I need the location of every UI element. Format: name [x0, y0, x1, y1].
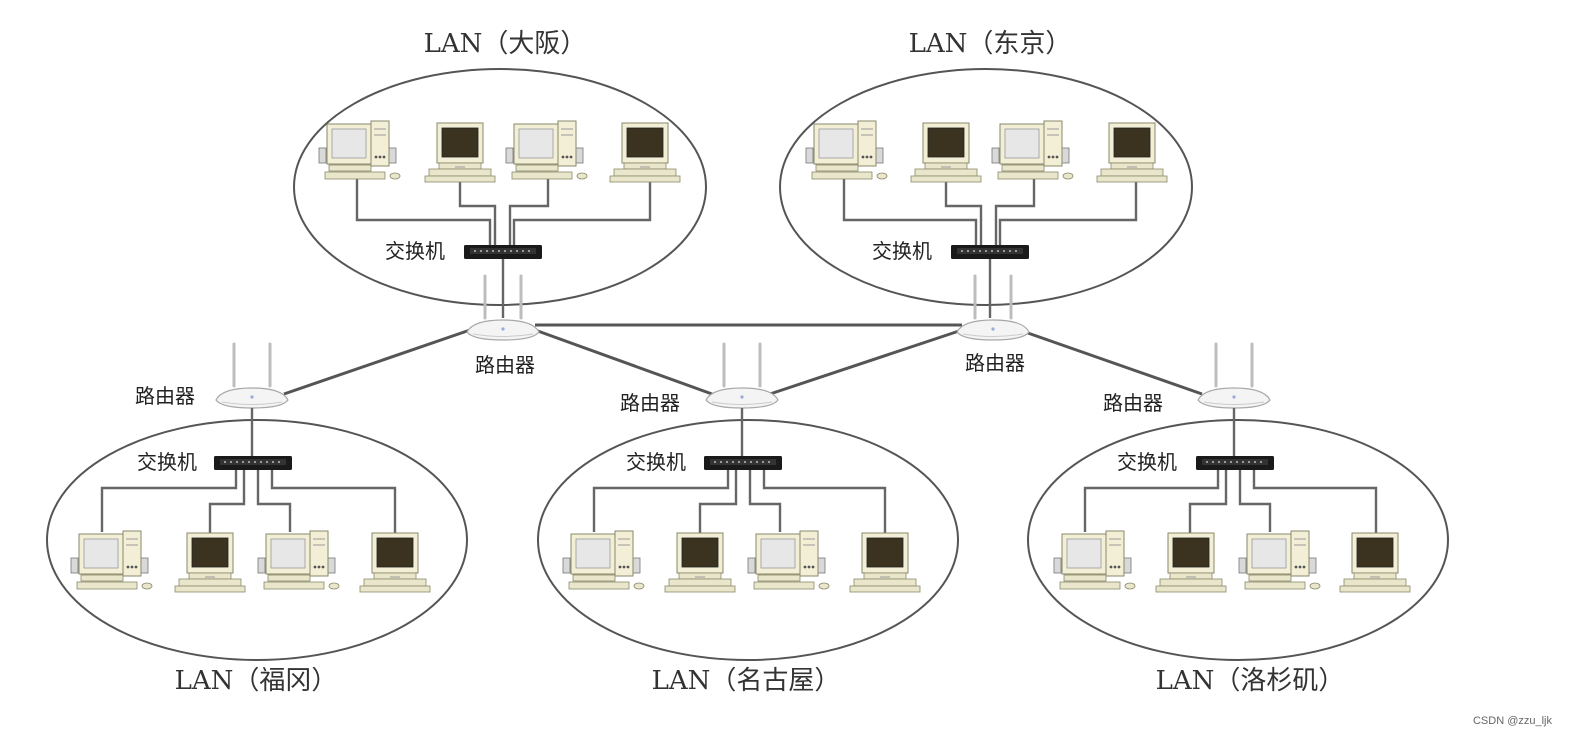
- terminal-computer-icon: [609, 122, 681, 183]
- wireless-router-icon: [955, 274, 1031, 342]
- switch-label: 交换机: [872, 239, 932, 263]
- lan-boundary: [293, 68, 707, 306]
- switch-label: 交换机: [626, 450, 686, 474]
- terminal-computer-icon: [664, 532, 736, 593]
- wireless-router-icon: [214, 342, 290, 410]
- lan-tokyo: LAN（东京） 交换机 路由器: [779, 29, 1193, 375]
- router-label: 路由器: [135, 384, 195, 408]
- link-osaka-fukuoka: [283, 328, 471, 396]
- lan-boundary: [779, 68, 1193, 306]
- lan-osaka: LAN（大阪） 交换机 路由器: [293, 29, 707, 377]
- router-label: 路由器: [1103, 391, 1163, 415]
- router-label: 路由器: [475, 353, 535, 377]
- lan-title: LAN（洛杉矶）: [1156, 666, 1345, 696]
- desktop-computer-icon: [1238, 530, 1321, 590]
- lan-fukuoka: 路由器 交换机 LAN（福冈）: [46, 342, 468, 696]
- lan-wiring: [355, 178, 652, 318]
- desktop-computer-icon: [747, 530, 830, 590]
- lan-title: LAN（名古屋）: [652, 666, 841, 696]
- router-label: 路由器: [965, 351, 1025, 375]
- switch-label: 交换机: [1117, 450, 1177, 474]
- watermark: CSDN @zzu_ljk: [1473, 715, 1553, 727]
- terminal-computer-icon: [910, 122, 982, 183]
- router-label: 路由器: [620, 391, 680, 415]
- terminal-computer-icon: [174, 532, 246, 593]
- lan-boundary: [537, 419, 959, 661]
- wireless-router-icon: [1196, 342, 1272, 410]
- desktop-computer-icon: [257, 530, 340, 590]
- desktop-computer-icon: [1053, 530, 1136, 590]
- wireless-router-icon: [704, 342, 780, 410]
- terminal-computer-icon: [424, 122, 496, 183]
- lan-nagoya: 路由器 交换机 LAN（名古屋）: [537, 342, 959, 696]
- link-tokyo-la: [1024, 330, 1203, 396]
- lan-boundary: [1027, 419, 1449, 661]
- desktop-computer-icon: [805, 120, 888, 180]
- lan-title: LAN（大阪）: [424, 29, 587, 59]
- lan-boundary: [46, 419, 468, 661]
- switch-label: 交换机: [385, 239, 445, 263]
- lan-title: LAN（福冈）: [175, 666, 338, 696]
- desktop-computer-icon: [505, 120, 588, 180]
- terminal-computer-icon: [1339, 532, 1411, 593]
- terminal-computer-icon: [1096, 122, 1168, 183]
- switch-label: 交换机: [137, 450, 197, 474]
- network-switch-icon: [950, 244, 1030, 260]
- link-tokyo-nagoya: [769, 328, 963, 396]
- network-switch-icon: [1195, 455, 1275, 471]
- lan-la: 路由器 交换机 LAN（洛杉矶）: [1027, 342, 1449, 696]
- terminal-computer-icon: [849, 532, 921, 593]
- router-links: [283, 323, 1203, 396]
- link-osaka-nagoya: [534, 328, 713, 396]
- network-switch-icon: [463, 244, 543, 260]
- lan-wiring: [592, 408, 887, 535]
- network-switch-icon: [213, 455, 293, 471]
- lan-wiring: [842, 178, 1138, 318]
- network-switch-icon: [703, 455, 783, 471]
- lan-wiring: [1083, 408, 1378, 535]
- desktop-computer-icon: [562, 530, 645, 590]
- desktop-computer-icon: [70, 530, 153, 590]
- terminal-computer-icon: [359, 532, 431, 593]
- desktop-computer-icon: [991, 120, 1074, 180]
- terminal-computer-icon: [1155, 532, 1227, 593]
- desktop-computer-icon: [318, 120, 401, 180]
- lan-title: LAN（东京）: [909, 29, 1072, 59]
- lan-wiring: [100, 408, 397, 535]
